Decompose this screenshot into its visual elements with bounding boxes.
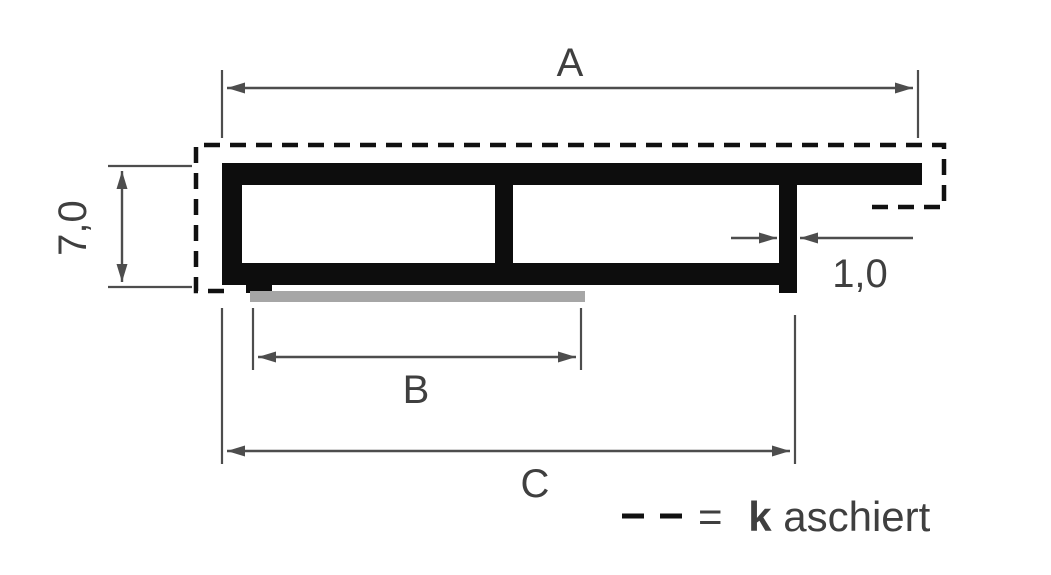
profile-middle-web — [495, 185, 513, 263]
dimension-height: 7,0 — [51, 164, 192, 289]
laminate-dashed-outline — [193, 142, 947, 294]
profile-bottom-lip — [246, 285, 272, 293]
profile-left-wall — [222, 163, 242, 285]
profile-top-flange — [222, 163, 922, 185]
dimension-a: A — [220, 41, 920, 138]
dimension-c: C — [220, 308, 797, 506]
dimension-wall-thickness: 1,0 — [731, 232, 913, 296]
legend-kaschiert: = k aschiert — [622, 493, 931, 540]
dim-b-label: B — [403, 368, 430, 412]
profile-bottom-flange — [222, 263, 797, 285]
dim-a-label: A — [557, 41, 584, 85]
dim-height-label: 7,0 — [51, 200, 95, 256]
profile-right-wall — [779, 185, 797, 293]
legend-rest: aschiert — [783, 493, 930, 540]
dim-c-label: C — [521, 462, 550, 506]
laminate-strip — [250, 291, 585, 302]
dim-wall-label: 1,0 — [832, 252, 888, 296]
legend-text: = k aschiert — [698, 493, 931, 540]
profile-cross-section — [222, 163, 922, 302]
legend-bold-k: k — [748, 493, 772, 540]
legend-equals: = — [698, 493, 723, 540]
dimension-b: B — [251, 308, 583, 412]
